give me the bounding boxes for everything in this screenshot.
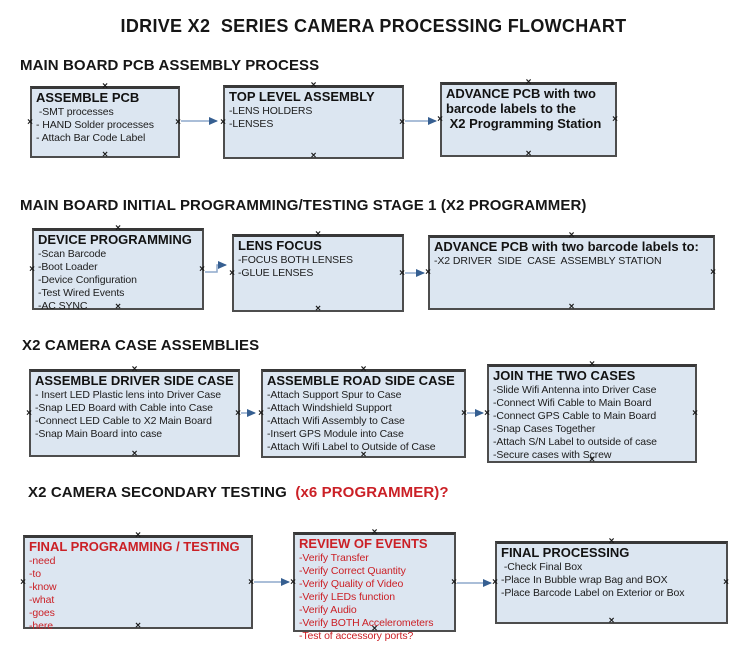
box-item: -to <box>29 568 41 580</box>
box-item: -Test of accessory ports? <box>299 630 414 642</box>
box-item: -Verify Correct Quantity <box>299 565 406 577</box>
box-item: -need <box>29 555 56 567</box>
section-heading-pcb-assembly: MAIN BOARD PCB ASSEMBLY PROCESS <box>20 57 319 74</box>
join-the-two-cases-box: JOIN THE TWO CASES-Slide Wifi Antenna in… <box>484 360 698 466</box>
box-item: -Slide Wifi Antenna into Driver Case <box>493 384 657 396</box>
box-item: -Place In Bubble wrap Bag and BOX <box>501 574 668 586</box>
box-item: -Connect Wifi Cable to Main Board <box>493 397 652 409</box>
final-processing-box: FINAL PROCESSING -Check Final Box-Place … <box>492 537 729 627</box>
box-item: -Connect GPS Cable to Main Board <box>493 410 657 422</box>
box-item: -X2 DRIVER SIDE CASE ASSEMBLY STATION <box>434 255 662 267</box>
box-title: ASSEMBLE PCB <box>36 90 140 105</box>
box-item: -Verify Quality of Video <box>299 578 404 590</box>
box-item: -Attach Support Spur to Case <box>267 389 402 401</box>
section-heading-text: MAIN BOARD PCB ASSEMBLY PROCESS <box>20 57 320 74</box>
box-item: -Insert GPS Module into Case <box>267 428 404 440</box>
box-item: - Attach Bar Code Label <box>36 132 146 144</box>
box-item: -goes <box>29 607 55 619</box>
box-title: JOIN THE TWO CASES <box>493 368 636 383</box>
box-title: REVIEW OF EVENTS <box>299 536 428 551</box>
box-item: - HAND Solder processes <box>36 119 154 131</box>
section-heading-text: MAIN BOARD INITIAL PROGRAMMING/TESTING S… <box>20 197 587 214</box>
box-item: -Verify BOTH Accelerometers <box>299 617 434 629</box>
box-title: ASSEMBLE ROAD SIDE CASE <box>267 373 455 388</box>
advance-pcb-to-programming-station-box: ADVANCE PCB with two barcode labels to t… <box>437 78 618 160</box>
box-title: ASSEMBLE DRIVER SIDE CASE <box>35 373 234 388</box>
box-item: -Snap LED Board with Cable into Case <box>35 402 213 414</box>
box-item: -Connect LED Cable to X2 Main Board <box>35 415 212 427</box>
box-title: LENS FOCUS <box>238 238 322 253</box>
box-item: - Insert LED Plastic lens into Driver Ca… <box>35 389 222 401</box>
top-level-assembly-box: TOP LEVEL ASSEMBLY-LENS HOLDERS-LENSES××… <box>220 81 405 162</box>
box-item: -Test Wired Events <box>38 287 125 299</box>
section-heading-initial-programming: MAIN BOARD INITIAL PROGRAMMING/TESTING S… <box>20 197 587 214</box>
section-heading-red-text: (x6 PROGRAMMER)? <box>295 484 449 501</box>
review-of-events-box: REVIEW OF EVENTS-Verify Transfer-Verify … <box>290 528 457 643</box>
device-programming-box: DEVICE PROGRAMMING-Scan Barcode-Boot Loa… <box>29 224 205 313</box>
box-item: -LENS HOLDERS <box>229 105 313 117</box>
advance-pcb-to-case-assembly-box: ADVANCE PCB with two barcode labels to:-… <box>425 231 716 313</box>
page-title: IDRIVE X2 SERIES CAMERA PROCESSING FLOWC… <box>120 16 627 36</box>
box-title: FINAL PROGRAMMING / TESTING <box>29 539 240 554</box>
section-heading-secondary-testing: X2 CAMERA SECONDARY TESTING (x6 PROGRAMM… <box>28 484 449 501</box>
box-item: -Snap Main Board into case <box>35 428 162 440</box>
assemble-pcb-box: ASSEMBLE PCB -SMT processes- HAND Solder… <box>27 82 181 161</box>
box-item: -Attach Wifi Assembly to Case <box>267 415 405 427</box>
box-item: -Boot Loader <box>38 261 98 273</box>
section-heading-text: X2 CAMERA SECONDARY TESTING <box>28 484 296 501</box>
box-item: -here <box>29 620 54 632</box>
box-item: -Scan Barcode <box>38 248 107 260</box>
section-heading-case-assemblies: X2 CAMERA CASE ASSEMBLIES <box>22 337 259 354</box>
box-item: -what <box>29 594 55 606</box>
box-item: -Device Configuration <box>38 274 137 286</box>
box-title: FINAL PROCESSING <box>501 545 630 560</box>
box-title: ADVANCE PCB with two barcode labels to: <box>434 239 699 254</box>
box-title: DEVICE PROGRAMMING <box>38 232 192 247</box>
section-heading-text: X2 CAMERA CASE ASSEMBLIES <box>22 337 260 354</box>
lens-focus-box: LENS FOCUS-FOCUS BOTH LENSES-GLUE LENSES… <box>229 230 405 315</box>
box-item: -Snap Cases Together <box>493 423 596 435</box>
box-item: -AC SYNC <box>38 300 88 312</box>
box-item: -Check Final Box <box>501 561 583 573</box>
box-title: TOP LEVEL ASSEMBLY <box>229 89 375 104</box>
box-item: -LENSES <box>229 118 274 130</box>
box-item: -know <box>29 581 57 593</box>
box-item: -Attach S/N Label to outside of case <box>493 436 657 448</box>
box-item: -Attach Windshield Support <box>267 402 392 414</box>
box-item: -FOCUS BOTH LENSES <box>238 254 353 266</box>
box-item: -Verify Transfer <box>299 552 369 564</box>
box-item: -SMT processes <box>36 106 114 118</box>
final-programming-testing-box: FINAL PROGRAMMING / TESTING-need-to-know… <box>20 531 254 633</box>
assemble-driver-side-case-box: ASSEMBLE DRIVER SIDE CASE- Insert LED Pl… <box>26 365 241 460</box>
box-item: -Verify Audio <box>299 604 357 616</box>
box-item: -Verify LEDs function <box>299 591 395 603</box>
box-item: -Secure cases with Screw <box>493 449 612 461</box>
box-item: -Attach Wifi Label to Outside of Case <box>267 441 436 453</box>
box-item: -Place Barcode Label on Exterior or Box <box>501 587 685 599</box>
box-item: -GLUE LENSES <box>238 267 314 279</box>
box-title: ADVANCE PCB with two barcode labels to t… <box>446 86 602 131</box>
assemble-road-side-case-box: ASSEMBLE ROAD SIDE CASE-Attach Support S… <box>258 365 467 461</box>
flow-arrow <box>205 261 227 273</box>
